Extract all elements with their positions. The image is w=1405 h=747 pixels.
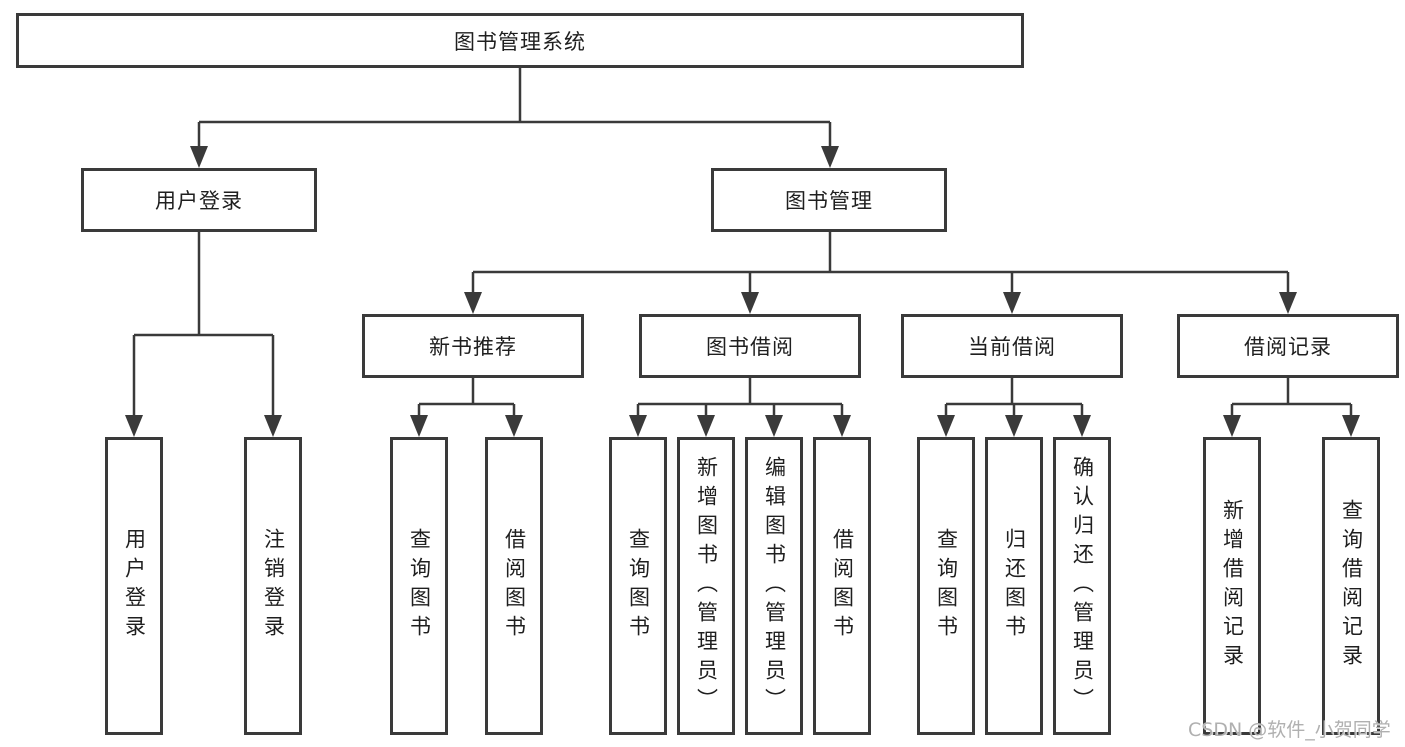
node-current-borrowing-label: 当前借阅 [968, 335, 1056, 359]
node-new-book-recommendation-label: 新书推荐 [429, 335, 517, 359]
leaf-add-books-admin-label: 新增图书（管理员） [694, 455, 719, 717]
connector-bookmgmt-to-level3 [464, 232, 1297, 314]
connector-newbookrec-to-leaves [410, 378, 523, 437]
leaf-edit-books-admin: 编辑图书（管理员） [745, 437, 803, 735]
leaf-logout: 注销登录 [244, 437, 302, 735]
node-root: 图书管理系统 [16, 13, 1024, 68]
leaf-query-books-current: 查询图书 [917, 437, 975, 735]
connector-bookborrow-to-leaves [629, 378, 851, 437]
leaf-edit-books-admin-label: 编辑图书（管理员） [762, 455, 787, 717]
leaf-add-borrow-record: 新增借阅记录 [1203, 437, 1261, 735]
connector-root-to-level2 [190, 68, 839, 168]
leaf-return-books-label: 归还图书 [1002, 528, 1027, 644]
leaf-query-books-borrow-label: 查询图书 [626, 528, 651, 644]
leaf-logout-label: 注销登录 [261, 528, 286, 644]
leaf-query-borrow-record: 查询借阅记录 [1322, 437, 1380, 735]
node-book-borrowing-label: 图书借阅 [706, 335, 794, 359]
leaf-borrow-books-borrow: 借阅图书 [813, 437, 871, 735]
leaf-query-borrow-record-label: 查询借阅记录 [1339, 499, 1364, 673]
node-new-book-recommendation: 新书推荐 [362, 314, 584, 378]
connector-borrowrecords-to-leaves [1223, 378, 1360, 437]
leaf-query-books-rec-label: 查询图书 [407, 528, 432, 644]
leaf-borrow-books-borrow-label: 借阅图书 [830, 528, 855, 644]
csdn-watermark: CSDN @软件_小贺同学 [1188, 719, 1391, 741]
node-book-management-label: 图书管理 [785, 189, 873, 213]
node-book-borrowing: 图书借阅 [639, 314, 861, 378]
node-current-borrowing: 当前借阅 [901, 314, 1123, 378]
leaf-query-books-rec: 查询图书 [390, 437, 448, 735]
leaf-confirm-return-admin-label: 确认归还（管理员） [1070, 455, 1095, 717]
node-borrowing-records-label: 借阅记录 [1244, 335, 1332, 359]
node-user-login-label: 用户登录 [155, 189, 243, 213]
leaf-query-books-borrow: 查询图书 [609, 437, 667, 735]
leaf-confirm-return-admin: 确认归还（管理员） [1053, 437, 1111, 735]
leaf-add-books-admin: 新增图书（管理员） [677, 437, 735, 735]
leaf-user-login: 用户登录 [105, 437, 163, 735]
node-borrowing-records: 借阅记录 [1177, 314, 1399, 378]
leaf-add-borrow-record-label: 新增借阅记录 [1220, 499, 1245, 673]
leaf-user-login-label: 用户登录 [122, 528, 147, 644]
leaf-borrow-books-rec: 借阅图书 [485, 437, 543, 735]
node-book-management: 图书管理 [711, 168, 947, 232]
leaf-query-books-current-label: 查询图书 [934, 528, 959, 644]
leaf-borrow-books-rec-label: 借阅图书 [502, 528, 527, 644]
connector-userlogin-to-leaves [125, 232, 282, 437]
leaf-return-books: 归还图书 [985, 437, 1043, 735]
node-root-label: 图书管理系统 [454, 29, 586, 54]
node-user-login: 用户登录 [81, 168, 317, 232]
connector-currentborrow-to-leaves [937, 378, 1091, 437]
